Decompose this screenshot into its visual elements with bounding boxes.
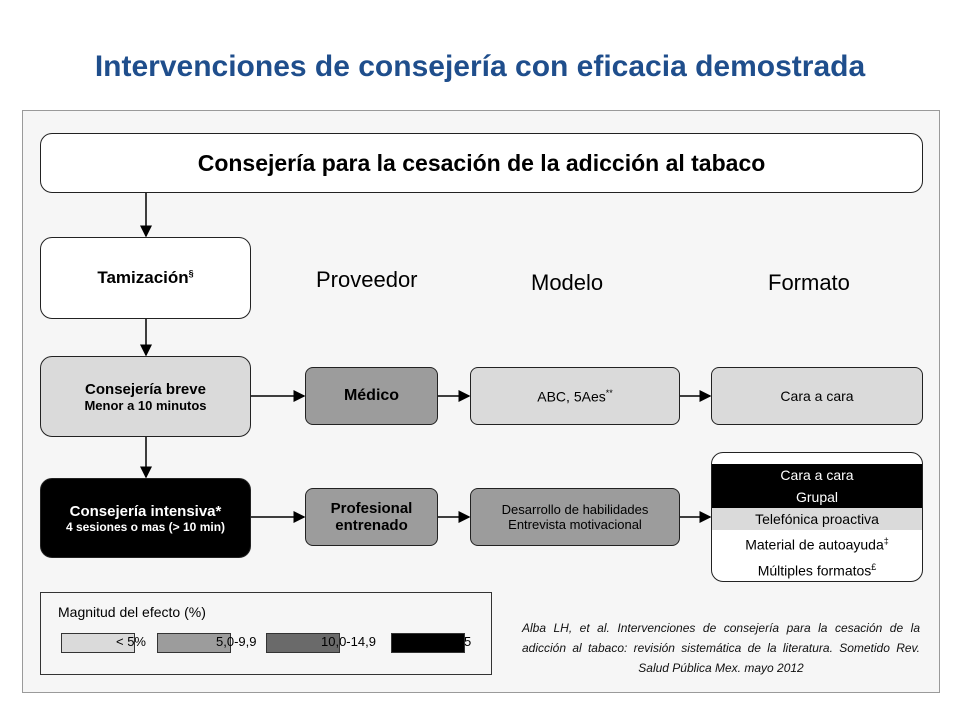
intensive-model-line1: Desarrollo de habilidades [501, 502, 649, 517]
intensive-counseling-box: Consejería intensiva* 4 sesiones o mas (… [40, 478, 251, 558]
brief-format-box: Cara a cara [711, 367, 923, 425]
intensive-counseling-title: Consejería intensiva [69, 502, 216, 520]
header-model: Modelo [531, 270, 604, 295]
citation: Alba LH, et al. Intervenciones de consej… [522, 621, 920, 675]
legend-swatch-ge15 [391, 633, 465, 653]
intensive-model-line2: Entrevista motivacional [508, 517, 642, 532]
screening-mark: § [188, 268, 194, 279]
brief-provider-label: Médico [343, 387, 400, 404]
intensive-provider-box: Profesional entrenado [305, 488, 438, 546]
format-item: Grupal [712, 486, 922, 508]
header-format: Formato [768, 270, 850, 295]
legend-title: Magnitud del efecto (%) [58, 604, 206, 620]
intensive-provider-line2: entrenado [335, 517, 408, 534]
top-box-label: Consejería para la cesación de la adicci… [197, 149, 766, 176]
brief-counseling-subtitle: Menor a 10 minutos [84, 397, 207, 413]
legend-swatch-lt5 [61, 633, 135, 653]
top-box: Consejería para la cesación de la adicci… [40, 133, 923, 193]
brief-format-label: Cara a cara [780, 388, 854, 404]
brief-model-label: ABC, 5Aes [537, 388, 606, 405]
format-item: Múltiples formatos£ [757, 561, 877, 579]
intensive-counseling-mark: * [215, 502, 222, 520]
brief-model-mark: ** [605, 387, 613, 398]
brief-model-box: ABC, 5Aes** [470, 367, 680, 425]
legend-swatch-5to9 [157, 633, 231, 653]
intensive-provider-line1: Profesional [330, 500, 413, 517]
intensive-model-box: Desarrollo de habilidades Entrevista mot… [470, 488, 680, 546]
brief-provider-box: Médico [305, 367, 438, 425]
screening-label: Tamización [97, 268, 189, 287]
format-item: Cara a cara [712, 464, 922, 486]
format-item: Material de autoayuda‡ [745, 536, 889, 553]
page-title: Intervenciones de consejería con eficaci… [94, 50, 866, 83]
legend-label-lt5: < 5% [116, 634, 146, 649]
intensive-format-box: Cara a cara Grupal Telefónica proactiva … [711, 452, 923, 582]
brief-counseling-box: Consejería breve Menor a 10 minutos [40, 356, 251, 437]
header-provider: Proveedor [316, 267, 418, 292]
legend-label-10to14: 10,0-14,9 [321, 634, 376, 649]
legend-label-5to9: 5,0-9,9 [216, 634, 257, 649]
format-item: Telefónica proactiva [712, 508, 922, 530]
legend-swatch-10to14 [266, 633, 340, 653]
brief-counseling-title: Consejería breve [85, 380, 206, 398]
intensive-counseling-subtitle: 4 sesiones o mas (> 10 min) [65, 519, 226, 534]
screening-box: Tamización§ [40, 237, 251, 319]
legend-label-ge15: ≥ 15 [446, 634, 472, 649]
